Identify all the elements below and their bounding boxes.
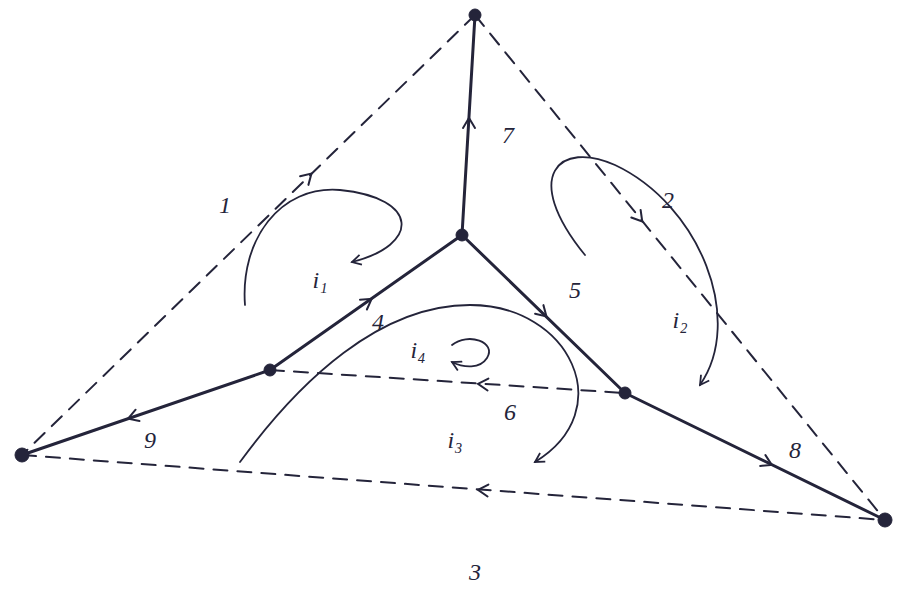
graph-vertex: [619, 387, 631, 399]
loop-current: [452, 339, 489, 366]
branch-number: 2: [662, 188, 674, 212]
tree-branch: [270, 235, 462, 370]
loop-current-label: i₃: [447, 428, 462, 452]
branch-arrow: [478, 484, 489, 497]
branch-number: 8: [789, 438, 801, 462]
branch-number: 9: [144, 428, 156, 452]
branch-arrow: [360, 294, 375, 310]
branch-number: 4: [372, 310, 384, 334]
graph-vertex: [15, 448, 29, 462]
link-branch: [22, 15, 475, 455]
branch-number: 5: [569, 278, 581, 302]
branch-arrow: [760, 455, 774, 470]
branch-number: 1: [219, 193, 231, 217]
branch-arrow: [631, 210, 647, 225]
tree-branch: [462, 235, 625, 393]
loop-current: [240, 305, 578, 462]
link-branch: [475, 15, 885, 520]
branch-arrow: [478, 378, 489, 391]
tree-branch: [22, 370, 270, 455]
branch-arrow: [300, 169, 316, 185]
branch-number: 7: [502, 123, 514, 147]
branch-arrow: [126, 410, 139, 425]
graph-vertex: [878, 513, 892, 527]
graph-vertex: [456, 229, 468, 241]
branch-arrow: [535, 305, 551, 321]
branch-number: 3: [469, 560, 481, 584]
loop-current-label: i₂: [672, 308, 687, 332]
link-branch: [270, 370, 625, 393]
branch-number: 6: [504, 400, 516, 424]
tree-branch: [462, 15, 475, 235]
graph-vertex: [264, 364, 276, 376]
branch-arrow: [463, 118, 475, 128]
loop-current: [551, 157, 717, 385]
loop-current: [245, 190, 402, 305]
tree-branch: [625, 393, 885, 520]
graph-vertex: [469, 9, 481, 21]
link-branch: [22, 455, 885, 520]
loop-current-label: i₄: [410, 338, 425, 362]
loop-current-label: i₁: [312, 268, 327, 292]
